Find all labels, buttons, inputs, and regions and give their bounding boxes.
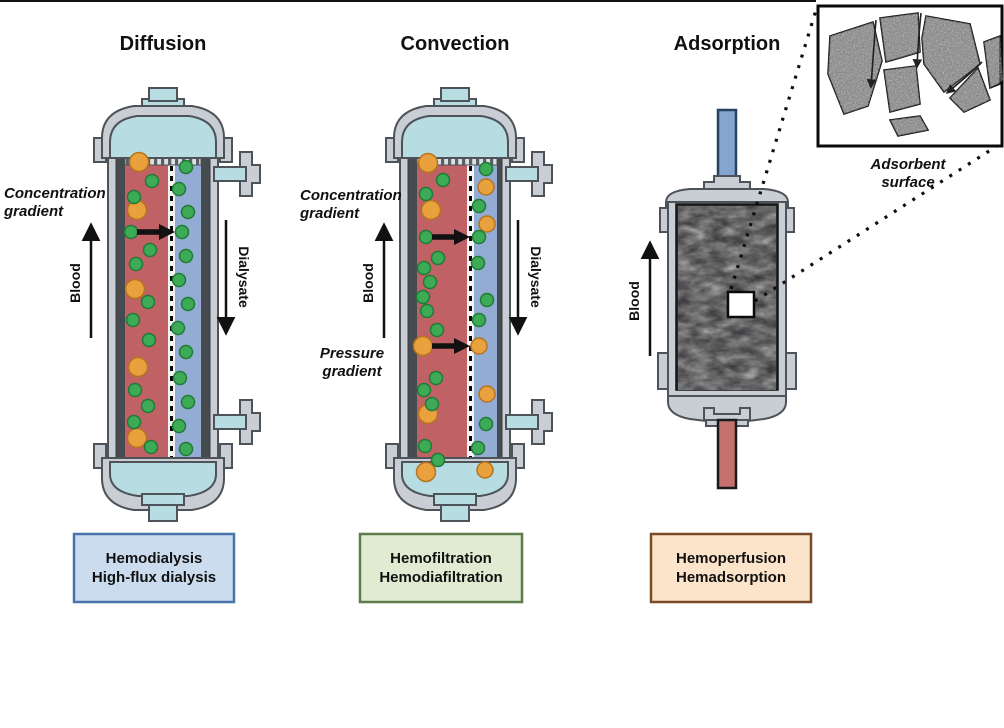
outlet-tube-red — [716, 418, 738, 490]
side-port-top — [213, 166, 247, 182]
blood-label: Blood — [67, 263, 83, 303]
magnified-sample-window — [726, 290, 756, 319]
adsorption-cartridge — [657, 108, 797, 490]
box-line1: Hemofiltration — [390, 550, 492, 567]
side-port-top — [505, 166, 539, 182]
bottom-neck — [440, 504, 470, 522]
transfer-arrow-diffusion — [137, 224, 175, 240]
box-rect — [72, 532, 236, 604]
therapy-box-hemodialysis: Hemodialysis High-flux dialysis — [72, 532, 236, 604]
adsorbent-inset: Adsorbent surface — [816, 4, 1004, 191]
top-cap — [109, 115, 217, 159]
transfer-arrow-convection-top — [432, 229, 470, 245]
diffusion-column: Diffusion — [3, 33, 261, 522]
concentration-gradient-label2: gradient — [3, 203, 64, 220]
pore-flow-arrows — [866, 12, 983, 94]
box-line2: Hemodiafiltration — [379, 569, 502, 586]
bottom-neck-collar — [141, 493, 185, 506]
bottom-dome — [667, 395, 787, 427]
concentration-gradient-label: Concentration — [300, 187, 402, 204]
therapy-boxes: Hemodialysis High-flux dialysis Hemofilt… — [72, 532, 813, 604]
adsorbent-surface-caption2: surface — [881, 174, 934, 191]
convection-dialyzer — [385, 87, 553, 522]
dialysate-label: Dialysate — [528, 246, 544, 308]
top-neck — [148, 87, 178, 102]
pressure-gradient-label: Pressure — [320, 345, 384, 362]
bottom-neck-collar — [433, 493, 477, 506]
box-rect — [649, 532, 813, 604]
box-rect — [358, 532, 524, 604]
concentration-gradient-label: Concentration — [4, 185, 106, 202]
solute-particles-convection — [412, 152, 496, 483]
adsorption-title: Adsorption — [674, 33, 781, 55]
port-bracket-bottom — [531, 399, 553, 445]
magnifier-dashed-line-right — [754, 142, 1001, 303]
side-port-bottom — [505, 414, 539, 430]
diffusion-dialyzer — [93, 87, 261, 522]
convection-column: Convection — [299, 33, 553, 522]
bottom-neck — [148, 504, 178, 522]
port-bracket-top — [531, 151, 553, 197]
top-cap — [401, 115, 509, 159]
blood-label: Blood — [360, 263, 376, 303]
inlet-tube-blue — [716, 108, 738, 182]
pressure-gradient-label2: gradient — [321, 363, 382, 380]
therapy-box-hemoperfusion: Hemoperfusion Hemadsorption — [649, 532, 813, 604]
figure-top-border — [0, 0, 816, 2]
transfer-arrow-convection-pressure — [432, 338, 470, 354]
side-port-bottom — [213, 414, 247, 430]
diffusion-title: Diffusion — [120, 33, 207, 55]
bottom-cap — [109, 461, 217, 497]
solute-particles-diffusion — [123, 151, 196, 457]
concentration-gradient-label2: gradient — [299, 205, 360, 222]
dialysate-label: Dialysate — [236, 246, 252, 308]
box-line1: Hemoperfusion — [676, 550, 786, 567]
box-line2: High-flux dialysis — [92, 569, 216, 586]
box-line1: Hemodialysis — [106, 550, 203, 567]
blood-label: Blood — [626, 281, 642, 321]
adsorption-column: Adsorption Blood — [626, 9, 1001, 490]
top-neck — [440, 87, 470, 102]
convection-title: Convection — [401, 33, 510, 55]
magnifier-dashed-line-left — [729, 9, 818, 290]
port-bracket-top — [239, 151, 261, 197]
box-line2: Hemadsorption — [676, 569, 786, 586]
therapy-box-hemofiltration: Hemofiltration Hemodiafiltration — [358, 532, 524, 604]
port-bracket-bottom — [239, 399, 261, 445]
adsorbent-surface-caption: Adsorbent — [870, 156, 947, 173]
